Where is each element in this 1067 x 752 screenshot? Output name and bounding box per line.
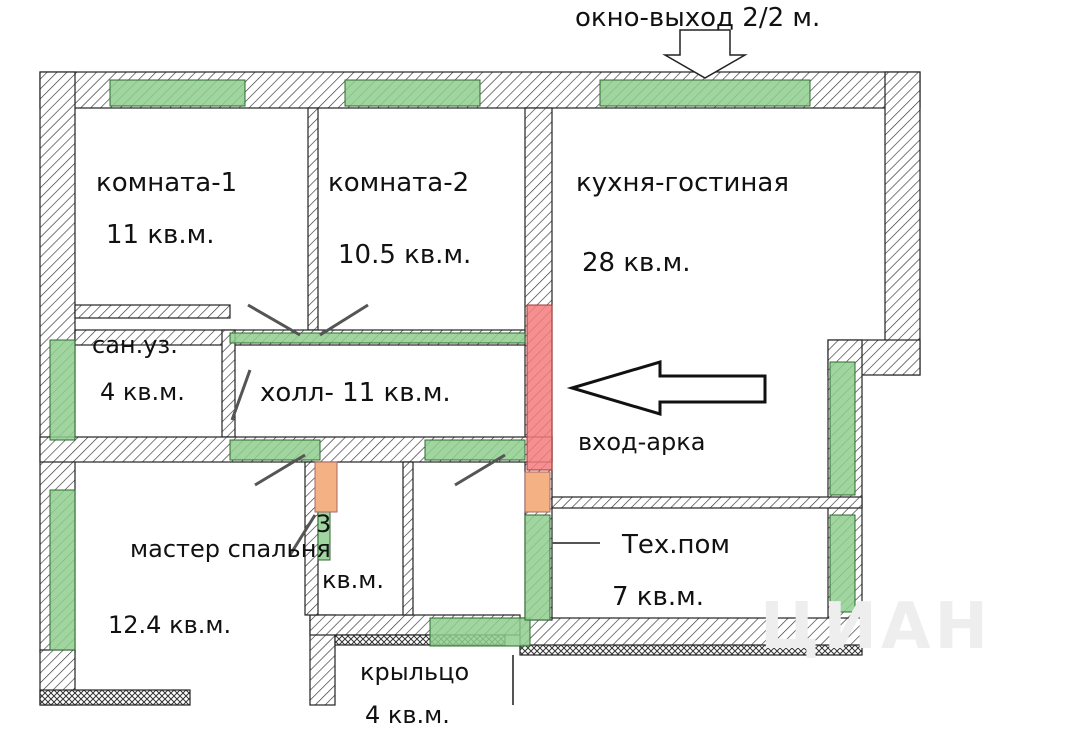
windows	[49, 79, 856, 651]
window	[829, 514, 856, 613]
window	[229, 332, 526, 344]
room-name: Тех.пом	[622, 530, 731, 560]
room-name: холл- 11 кв.м.	[260, 378, 451, 408]
room-area: 11 кв.м.	[106, 220, 215, 250]
window	[229, 439, 321, 461]
door	[524, 471, 551, 513]
watermark: ЦИАН	[760, 590, 993, 664]
arch-opening	[526, 304, 553, 471]
room-area: 7 кв.м.	[612, 582, 704, 612]
room-name: мастер спальня	[130, 535, 331, 563]
room-name: комната-1	[96, 168, 238, 198]
window	[49, 339, 76, 441]
room-name: крыльцо	[360, 658, 470, 686]
window	[599, 79, 811, 107]
room-area: 12.4 кв.м.	[108, 611, 232, 639]
room-name: 3	[316, 510, 332, 538]
room-area: кв.м.	[322, 566, 385, 594]
window	[429, 617, 531, 647]
window	[109, 79, 246, 107]
window	[524, 514, 551, 621]
window	[49, 489, 76, 651]
exit-window-label: окно-выход 2/2 м.	[575, 3, 821, 33]
door	[314, 461, 338, 513]
window	[829, 361, 856, 496]
window	[424, 439, 526, 461]
arrow-left-icon	[566, 359, 767, 417]
room-name: кухня-гостиная	[576, 168, 789, 198]
room-area: 4 кв.м.	[365, 701, 450, 729]
room-area: 4 кв.м.	[100, 378, 185, 406]
room-area: 28 кв.м.	[582, 248, 691, 278]
room-area: 10.5 кв.м.	[338, 240, 472, 270]
door-swings	[230, 303, 600, 705]
arrow-down-icon	[662, 29, 748, 79]
room-name: комната-2	[328, 168, 470, 198]
room-name: вход-арка	[578, 428, 706, 456]
room-name: сан.уз.	[92, 331, 178, 359]
window	[344, 79, 481, 107]
